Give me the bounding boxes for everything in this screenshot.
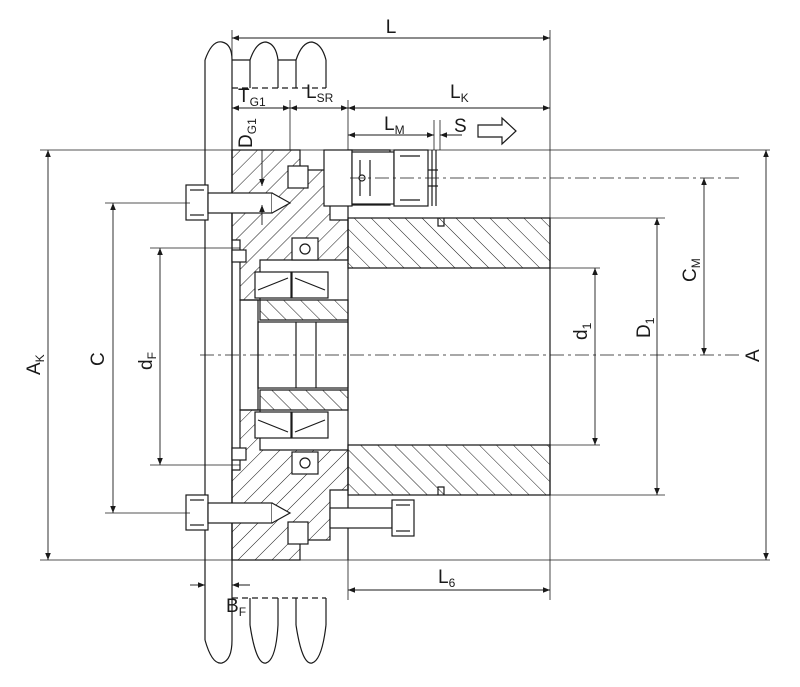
- switch-assembly: [323, 149, 438, 207]
- shaft-notches: [437, 218, 445, 495]
- label-L-K: LK: [450, 82, 469, 105]
- label-D-G1: DG1: [236, 118, 259, 148]
- sprocket-outline: [204, 41, 327, 664]
- label-C: C: [88, 352, 109, 366]
- label-d-1: d1: [571, 322, 594, 340]
- bolt-right: [329, 499, 415, 537]
- hub-body: [231, 149, 551, 561]
- label-L-SR: LSR: [306, 82, 334, 105]
- center-lines: [200, 177, 740, 356]
- bolt-top: [185, 184, 292, 221]
- bearing-bottom: [254, 411, 329, 475]
- hollow-right-arrow-icon: [477, 116, 517, 146]
- label-L-6: L6: [438, 567, 456, 590]
- label-C-M: CM: [680, 258, 703, 282]
- label-A-K: AK: [24, 354, 47, 375]
- label-D-1: D1: [634, 317, 657, 338]
- label-B-F: BF: [226, 596, 246, 619]
- flange-screws: [231, 165, 309, 545]
- label-T-G1: TG1: [238, 86, 266, 109]
- dimension-labels: L TG1 LSR LK LM S DG1 AK C dF d1: [24, 17, 764, 619]
- label-L: L: [386, 17, 397, 38]
- bearing-top: [254, 237, 329, 299]
- label-d-F: dF: [136, 352, 159, 370]
- label-A: A: [743, 349, 764, 362]
- bolt-bottom: [185, 494, 292, 531]
- label-L-M: LM: [384, 114, 405, 137]
- dimension-lines: [45, 35, 769, 593]
- label-S: S: [454, 116, 467, 137]
